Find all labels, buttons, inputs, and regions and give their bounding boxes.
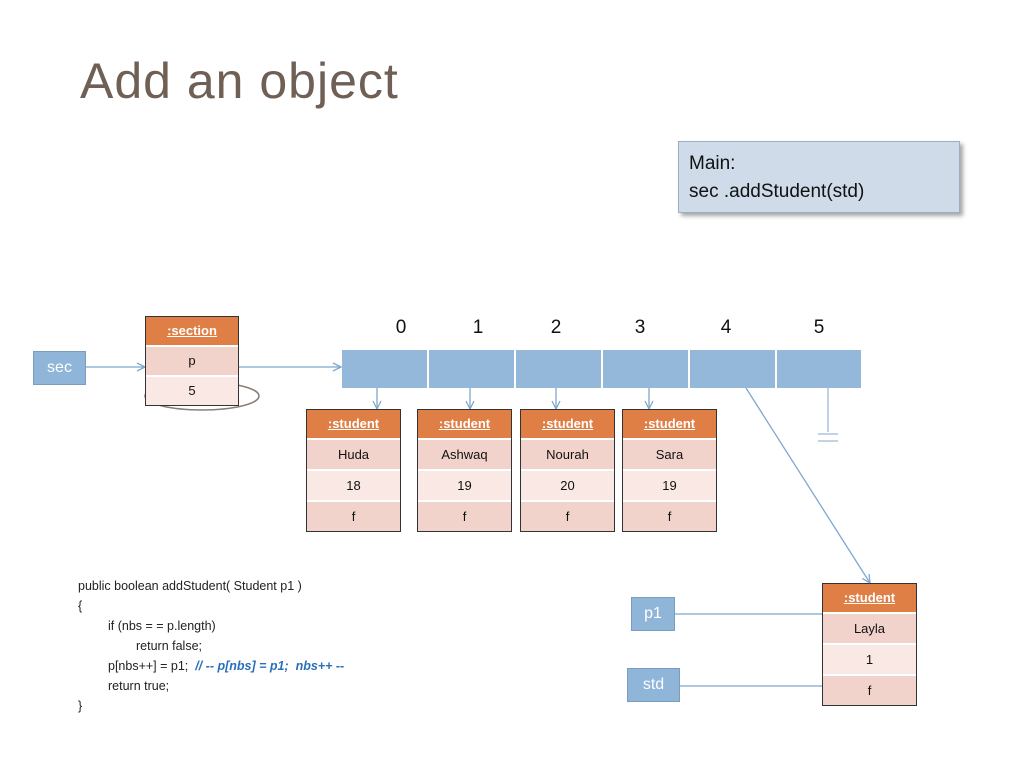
- student-age: 19: [623, 471, 716, 502]
- student-name: Huda: [307, 440, 400, 471]
- student-gender: f: [307, 502, 400, 531]
- student-object-0: :student Huda 18 f: [306, 409, 401, 532]
- array-cell-4: [690, 350, 775, 388]
- code-line: p[nbs++] = p1; // -- p[nbs] = p1; nbs++ …: [78, 656, 344, 676]
- page-title: Add an object: [80, 53, 399, 109]
- code-line: return false;: [136, 639, 203, 653]
- student-age: 19: [418, 471, 511, 502]
- main-call: sec .addStudent(std): [689, 181, 865, 202]
- student-name: Nourah: [521, 440, 614, 471]
- student-gender: f: [521, 502, 614, 531]
- student-age: 18: [307, 471, 400, 502]
- new-student-object: :student Layla 1 f: [822, 583, 917, 706]
- code-assignment: p[nbs++] = p1;: [108, 659, 189, 673]
- add-student-code: public boolean addStudent( Student p1 ) {…: [78, 576, 344, 716]
- array-index-2: 2: [550, 317, 562, 338]
- student-age: 1: [823, 645, 916, 676]
- student-gender: f: [823, 676, 916, 705]
- student-gender: f: [623, 502, 716, 531]
- student-gender: f: [418, 502, 511, 531]
- array-cell-0: [342, 350, 427, 388]
- student-header: :student: [623, 410, 716, 440]
- main-code-box: Main: sec .addStudent(std): [678, 141, 960, 213]
- code-line: if (nbs = = p.length): [108, 619, 216, 633]
- array-cell-5: [777, 350, 861, 388]
- p1-reference-label: p1: [631, 597, 675, 631]
- section-field-nbs: 5: [146, 377, 238, 405]
- student-age: 20: [521, 471, 614, 502]
- student-header: :student: [521, 410, 614, 440]
- student-object-1: :student Ashwaq 19 f: [417, 409, 512, 532]
- main-label: Main:: [689, 153, 736, 174]
- array-cell-1: [429, 350, 514, 388]
- code-line: }: [78, 699, 83, 713]
- code-line: return true;: [108, 679, 170, 693]
- array-cell-3: [603, 350, 688, 388]
- array-index-1: 1: [472, 317, 484, 338]
- section-header: :section: [146, 317, 238, 347]
- array-index-3: 3: [634, 317, 646, 338]
- array-index-4: 4: [720, 317, 732, 338]
- array-cell-2: [516, 350, 601, 388]
- array-index-0: 0: [395, 317, 407, 338]
- array-index-5: 5: [813, 317, 825, 338]
- code-comment: // -- p[nbs] = p1; nbs++ --: [195, 659, 345, 673]
- student-name: Sara: [623, 440, 716, 471]
- student-object-2: :student Nourah 20 f: [520, 409, 615, 532]
- student-name: Layla: [823, 614, 916, 645]
- student-header: :student: [823, 584, 916, 614]
- arrow-cell4-to-new-student: [745, 387, 870, 583]
- null-symbol: [818, 388, 838, 442]
- std-reference-label: std: [627, 668, 680, 702]
- student-header: :student: [307, 410, 400, 440]
- code-line: public boolean addStudent( Student p1 ): [78, 579, 302, 593]
- student-object-3: :student Sara 19 f: [622, 409, 717, 532]
- code-line: {: [78, 599, 83, 613]
- student-header: :student: [418, 410, 511, 440]
- section-field-p: p: [146, 347, 238, 377]
- section-object: :section p 5: [145, 316, 239, 406]
- sec-reference-label: sec: [33, 351, 86, 385]
- student-name: Ashwaq: [418, 440, 511, 471]
